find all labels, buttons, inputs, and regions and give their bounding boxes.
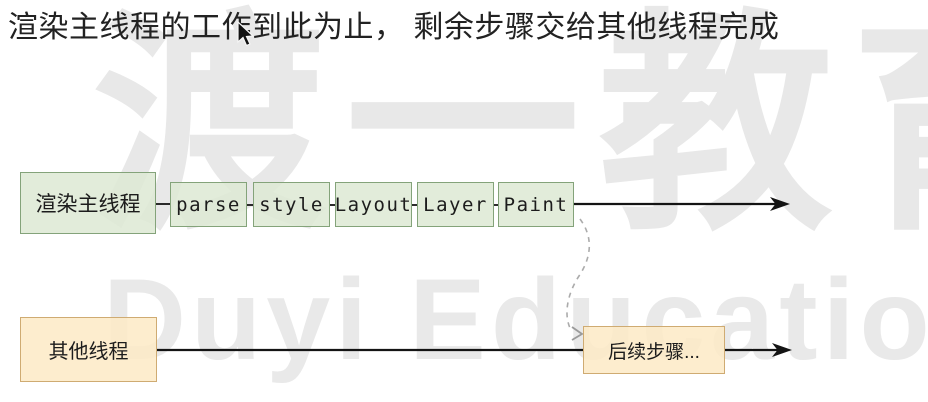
mouse-cursor-icon	[237, 21, 255, 47]
stage-box-layer: Layer	[417, 182, 494, 227]
other-thread-arrow	[725, 343, 792, 357]
stage-box-style: style	[253, 182, 330, 227]
watermark-latin-text: Duyi Education	[103, 256, 928, 384]
handoff-dashed-arrow	[566, 218, 591, 341]
stage-box-paint: Paint	[498, 182, 574, 227]
other-thread-box: 其他线程	[20, 317, 157, 382]
main-thread-arrow	[574, 197, 790, 211]
stage-box-layout: Layout	[335, 182, 412, 227]
page-title: 渲染主线程的工作到此为止， 剩余步骤交给其他线程完成	[8, 11, 780, 44]
next-steps-box: 后续步骤...	[583, 326, 725, 374]
stage-box-parse: parse	[170, 182, 247, 227]
main-thread-box: 渲染主线程	[20, 172, 156, 234]
